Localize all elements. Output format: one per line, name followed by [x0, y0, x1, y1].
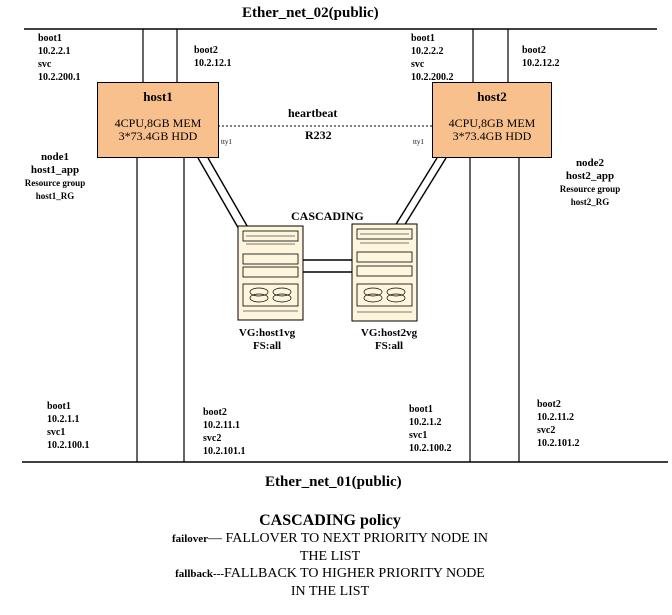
host1-spec: 4CPU,8GB MEM 3*73.4GB HDD: [114, 116, 202, 143]
host1-name: host1: [143, 89, 173, 104]
host2-name: host2: [477, 89, 507, 104]
failover-line: failover— FALLOVER TO NEXT PRIORITY NODE…: [171, 531, 489, 546]
host1-top-boot1-addr: boot1 10.2.2.1 svc 10.2.200.1: [38, 33, 81, 83]
host2-spec: 4CPU,8GB MEM 3*73.4GB HDD: [448, 116, 536, 143]
host1-bottom-boot1-addr: boot1 10.2.1.1 svc1 10.2.100.1: [47, 401, 90, 451]
host1-storage-link-b: [207, 157, 251, 232]
host2-bottom-boot2-addr: boot2 10.2.11.2 svc2 10.2.101.2: [537, 399, 580, 449]
policy-section: CASCADING policy failover— FALLOVER TO N…: [80, 512, 580, 600]
failover-line-cont: THE LIST: [299, 549, 361, 564]
host2-top-boot1-addr: boot1 10.2.2.2 svc 10.2.200.2: [411, 33, 454, 83]
host1-node-info: node1 host1_app Resource group host1_RG: [24, 151, 86, 201]
host2-tty-label: tty1: [413, 138, 424, 146]
cascading-label: CASCADING: [291, 209, 364, 223]
host2-box[interactable]: host2 4CPU,8GB MEM 3*73.4GB HDD: [432, 82, 552, 158]
ether-net-01-label: Ether_net_01(public): [265, 474, 402, 490]
host2-storage-link-b: [403, 157, 447, 227]
r232-label: R232: [305, 128, 332, 142]
policy-title: CASCADING policy: [259, 512, 401, 529]
host1-tty-label: tty1: [221, 138, 232, 146]
vg-host1-label: VG:host1vg FS:all: [238, 327, 296, 352]
host2-node-info: node2 host2_app Resource group host2_RG: [559, 157, 621, 207]
fallback-line: fallback---FALLBACK TO HIGHER PRIORITY N…: [175, 566, 485, 581]
storage-unit-host1vg: [237, 225, 304, 321]
host1-box[interactable]: host1 4CPU,8GB MEM 3*73.4GB HDD: [97, 82, 219, 158]
storage-unit-host2vg: [351, 223, 418, 322]
host2-storage-link-a: [394, 157, 438, 227]
host2-top-boot2-addr: boot2 10.2.12.2: [522, 45, 560, 69]
host1-bottom-boot2-addr: boot2 10.2.11.1 svc2 10.2.101.1: [203, 407, 246, 457]
host1-storage-link-a: [197, 157, 241, 232]
ether-net-02-label: Ether_net_02(public): [242, 5, 379, 21]
fallback-line-cont: IN THE LIST: [290, 584, 370, 599]
host2-bottom-boot1-addr: boot1 10.2.1.2 svc1 10.2.100.2: [409, 404, 452, 454]
heartbeat-label: heartbeat: [288, 106, 338, 120]
vg-host2-label: VG:host2vg FS:all: [360, 327, 418, 352]
host1-top-boot2-addr: boot2 10.2.12.1: [194, 45, 232, 69]
